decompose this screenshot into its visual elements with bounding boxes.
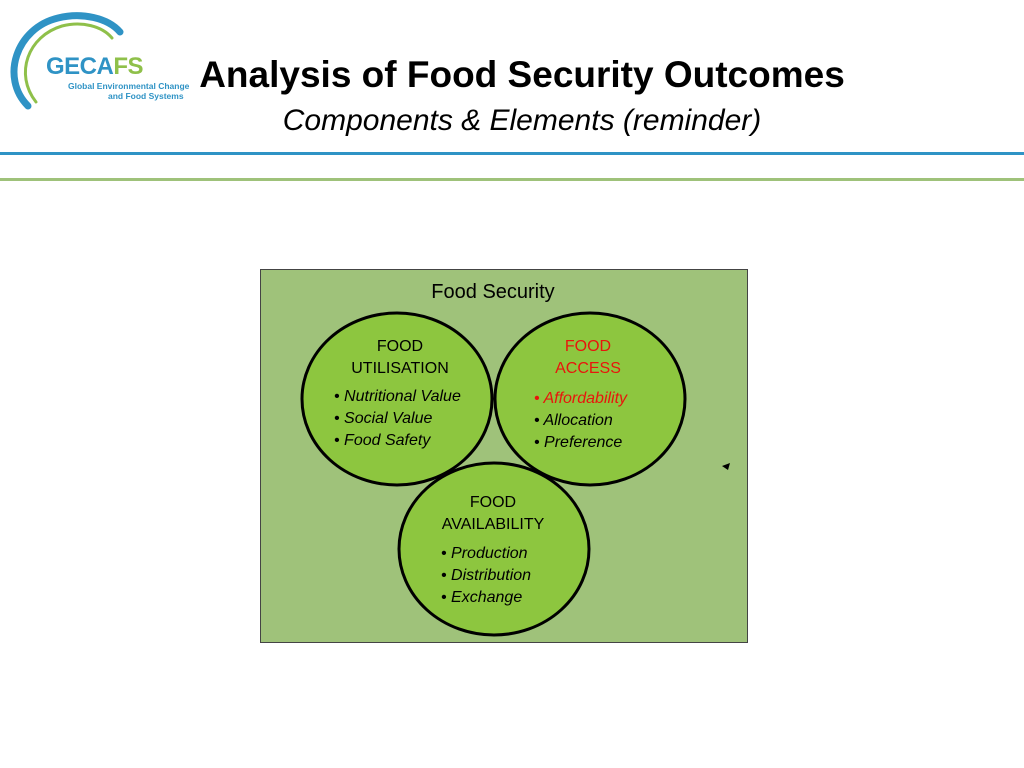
access-circle xyxy=(493,311,687,487)
utilisation-list: • Nutritional Value • Social Value • Foo… xyxy=(334,386,461,452)
page-subtitle: Components & Elements (reminder) xyxy=(282,104,762,137)
access-heading: FOOD ACCESS xyxy=(555,338,621,377)
logo-swoosh-icon xyxy=(10,12,124,110)
pointer-arrow-icon xyxy=(722,463,730,470)
header-rule-blue xyxy=(0,152,1024,155)
list-item: • Preference xyxy=(534,434,623,451)
food-security-title: Food Security xyxy=(431,281,555,303)
page-title: Analysis of Food Security Outcomes xyxy=(199,54,845,95)
logo-tagline-1: Global Environmental Change xyxy=(68,81,190,91)
availability-heading: FOOD AVAILABILITY xyxy=(441,494,545,533)
food-security-diagram: Food Security FOOD UTILISATION • Nutriti… xyxy=(260,269,748,643)
access-list: • Affordability • Allocation • Preferenc… xyxy=(534,388,627,454)
header-rule-green xyxy=(0,178,1024,181)
availability-circle xyxy=(397,461,591,637)
utilisation-heading: FOOD UTILISATION xyxy=(351,338,449,377)
list-item: • Social Value xyxy=(334,410,433,427)
list-item: • Nutritional Value xyxy=(334,388,461,405)
logo-name: GECAFS xyxy=(46,53,144,80)
list-item: • Allocation xyxy=(534,412,613,429)
list-item: • Distribution xyxy=(441,567,532,584)
list-item: • Production xyxy=(441,545,528,562)
utilisation-circle xyxy=(300,311,494,487)
gecafs-logo: GECAFS Global Environmental Change and F… xyxy=(10,8,200,118)
diagram-shapes xyxy=(260,269,748,643)
list-item: • Exchange xyxy=(441,589,523,606)
list-item: • Affordability xyxy=(534,390,628,407)
list-item: • Food Safety xyxy=(334,432,431,449)
logo-tagline-2: and Food Systems xyxy=(108,91,184,101)
availability-list: • Production • Distribution • Exchange xyxy=(441,543,531,609)
